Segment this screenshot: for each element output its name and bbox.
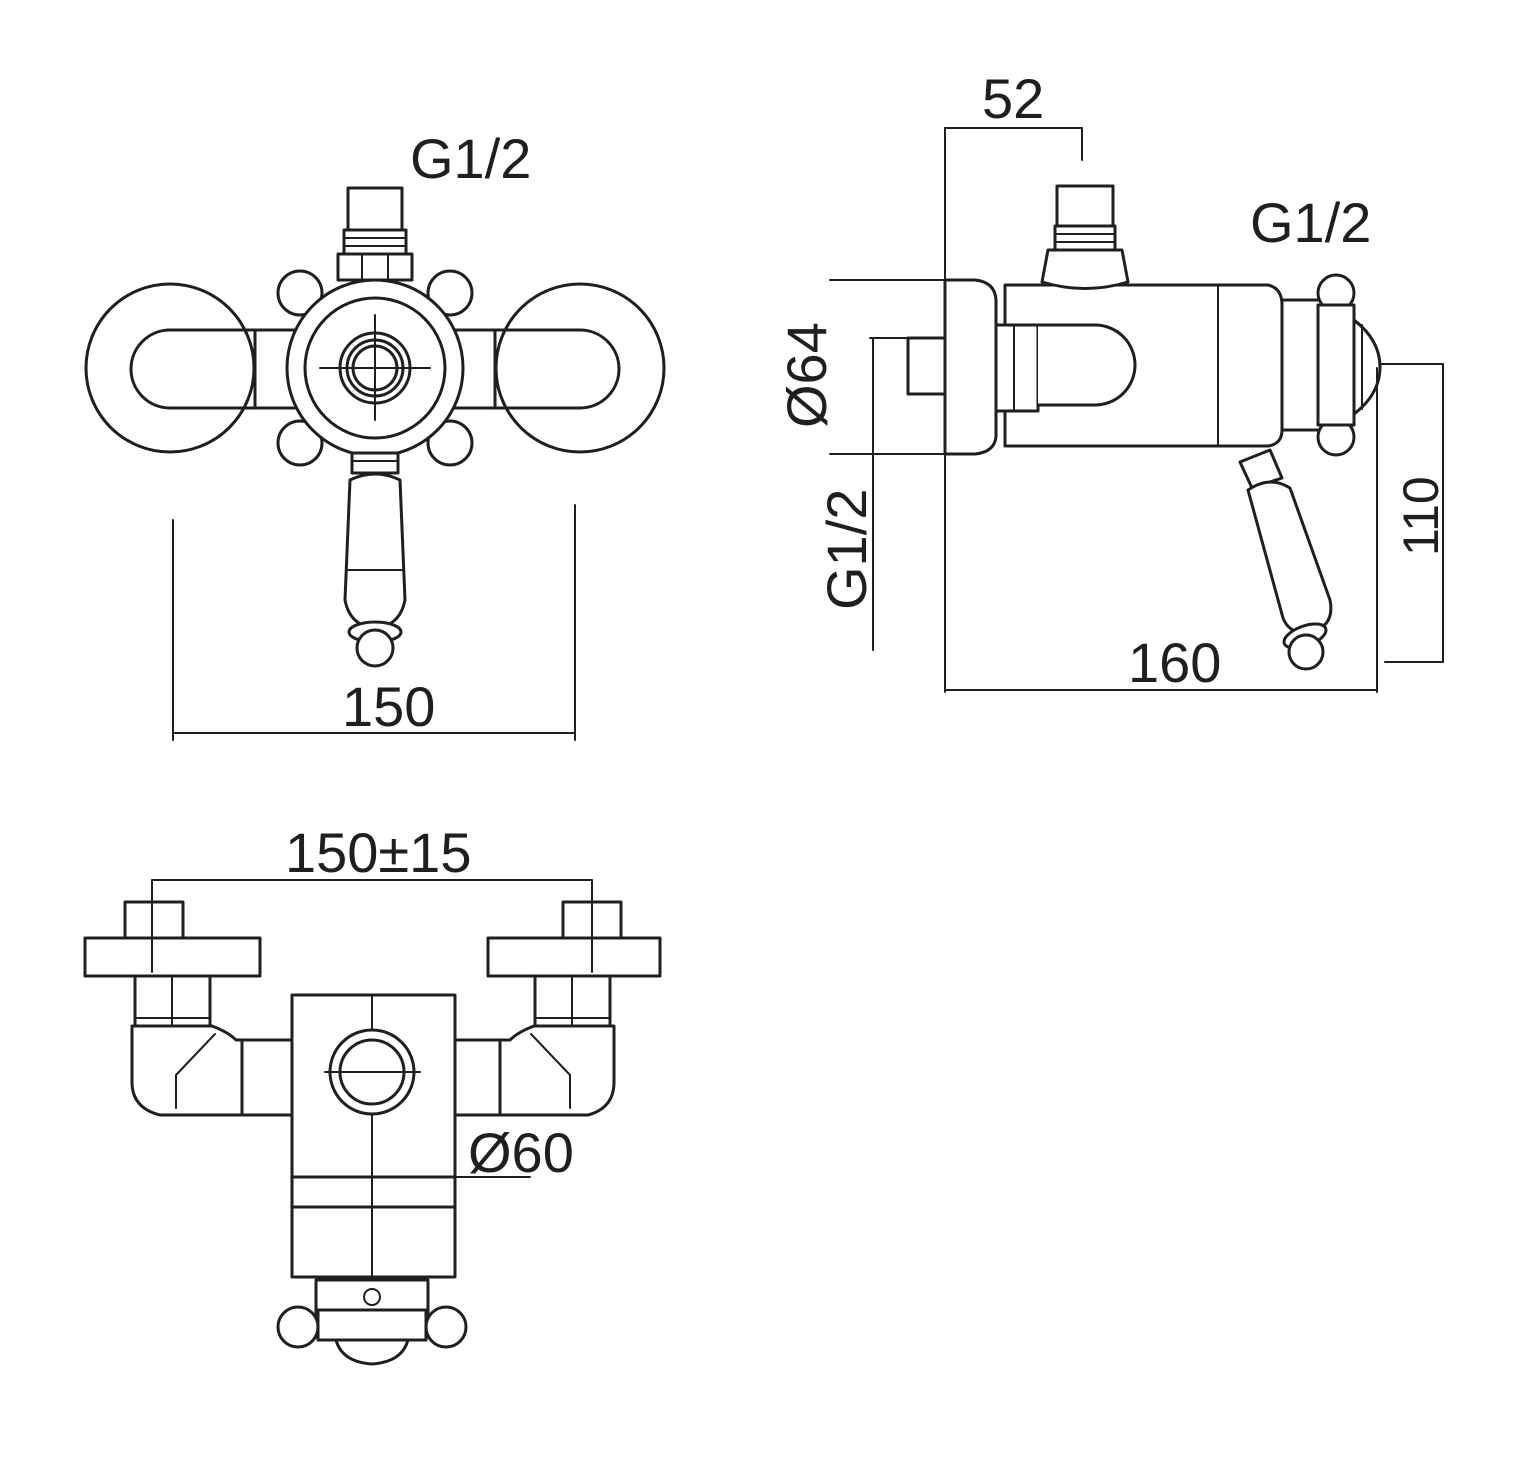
bottom-centers-dimension [151,879,593,973]
front-width-label: 150 [342,675,435,738]
right-flange [493,282,666,454]
side-diameter-label: Ø64 [775,322,838,428]
width-dimension [172,504,576,741]
front-inlet-label: G1/2 [410,127,531,190]
side-cross-handle [1280,273,1382,457]
body-cylinder [1003,283,1284,448]
bottom-left-flange [83,900,294,1117]
lever-handle [343,451,407,668]
side-inlet-stub [869,336,947,396]
side-top-inlet-label: G1/2 [1250,191,1371,254]
wall-flange [943,278,998,456]
side-depth-label: 52 [982,67,1044,130]
side-lever-handle [1238,448,1333,671]
side-dimensions [829,127,1444,693]
side-length-label: 160 [1128,631,1221,694]
bottom-cross-handle [276,1278,468,1366]
bottom-right-flange [453,900,662,1117]
thermostat-body [285,278,465,458]
left-flange [84,282,257,454]
side-inlet-label: G1/2 [815,489,878,610]
connector-nut [994,323,1040,413]
bottom-view [83,879,662,1366]
cross-handle-knobs [276,269,474,467]
bottom-centers-label: 150±15 [285,821,471,884]
side-height-label: 110 [1393,476,1449,556]
side-top-inlet [1040,184,1130,290]
top-inlet-fitting [336,186,414,282]
front-view [84,186,666,741]
bottom-body [290,993,531,1281]
bottom-diameter-label: Ø60 [468,1121,574,1184]
side-view [829,127,1444,693]
